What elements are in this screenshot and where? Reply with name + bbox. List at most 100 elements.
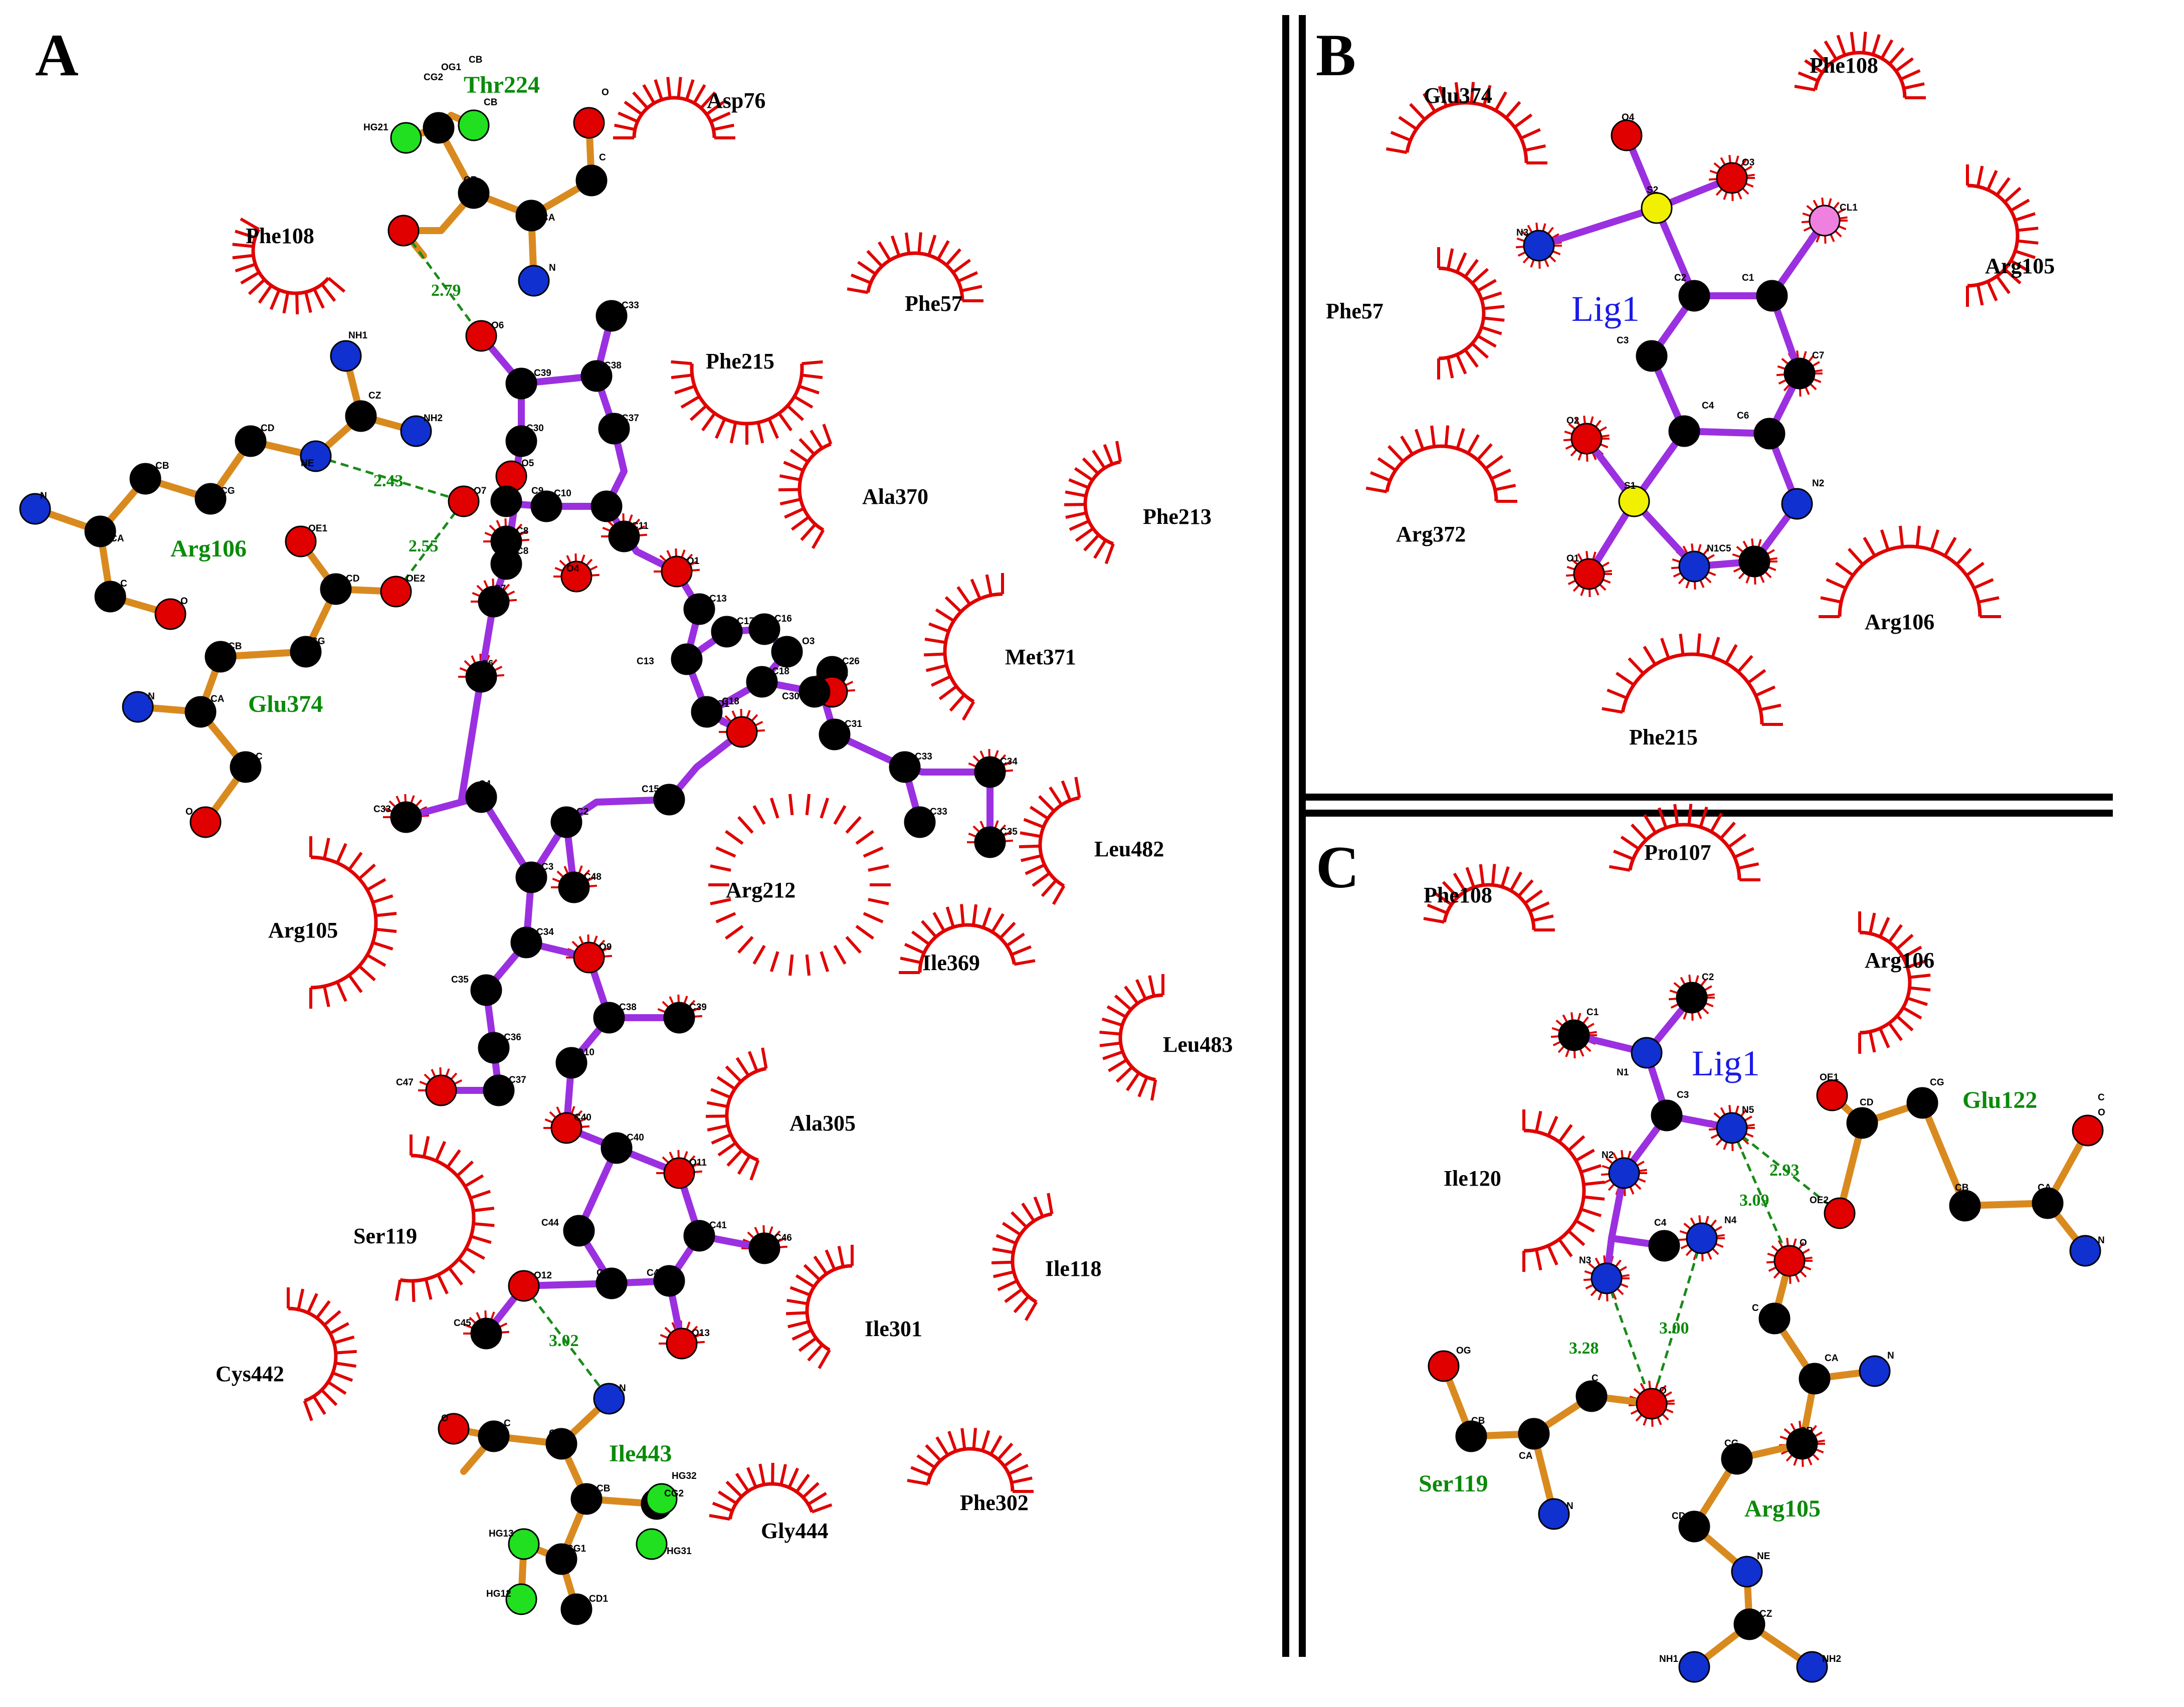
residue-label-gly444: Gly444: [761, 1519, 828, 1543]
carbon-atom: [1758, 1302, 1791, 1335]
oxygen-atom: [425, 1074, 457, 1106]
carbon-atom: [1676, 982, 1708, 1014]
carbon-atom: [230, 751, 262, 783]
atom-label: NH2: [424, 413, 443, 424]
nitrogen-atom: [1608, 1157, 1640, 1189]
hydrophobic-arc-a: [1099, 974, 1164, 1101]
atom-label: C13: [637, 656, 654, 667]
hydrophobic-arc-b: [1794, 32, 1926, 99]
ligand-contact-ticks: [553, 553, 600, 578]
carbon-atom: [563, 1215, 595, 1247]
nitrogen-atom: [1631, 1037, 1663, 1069]
atom-label: C: [504, 1418, 511, 1429]
atom-label: C: [1752, 1303, 1759, 1313]
atom-label: O: [602, 87, 609, 98]
residue-label-ala305: Ala305: [789, 1111, 856, 1135]
ligand-contact-ticks: [1628, 1381, 1675, 1427]
residue-label-c-phe108: Phe108: [1424, 883, 1492, 907]
panel-a-labels: Thr224 Arg106 Glu374 Ile443 Asp76 Phe108…: [170, 72, 1233, 1543]
carbon-atom: [510, 926, 542, 959]
oxygen-atom: [1636, 1388, 1668, 1420]
residue-bond-arg106: [32, 505, 174, 618]
hydrophobic-arc-b: [1437, 247, 1505, 380]
atom-label: O: [180, 596, 188, 607]
carbon-atom: [1846, 1107, 1878, 1139]
oxygen-atom: [387, 215, 420, 247]
panel-b-labels: Lig1 Glu374 Phe108 Arg105 Phe57 Arg372 A…: [1326, 53, 2055, 749]
hbond-line-c3: [1605, 1278, 1653, 1404]
atom-label: C48: [584, 872, 602, 882]
atom-label: C6: [1737, 411, 1749, 421]
carbon-atom: [974, 756, 1006, 788]
atom-label: NH2: [1822, 1654, 1841, 1664]
atom-label: CG: [311, 636, 325, 647]
atom-label: C30: [526, 423, 544, 434]
residue-label-c-ser119: Ser119: [1419, 1470, 1488, 1497]
atom-label: C37: [622, 413, 639, 424]
hydrophobic-arc-c: [1858, 911, 1931, 1054]
carbon-atom: [470, 974, 502, 1006]
ligand-label-c: Lig1: [1692, 1043, 1760, 1083]
carbon-atom: [904, 806, 936, 838]
atoms: [19, 107, 2104, 1683]
carbon-atom: [1678, 1510, 1710, 1543]
hydrophobic-arc-b: [1819, 525, 2001, 618]
carbon-atom: [478, 1420, 510, 1452]
carbon-atom-green: [505, 1583, 537, 1615]
carbon-atom: [390, 801, 422, 833]
oxygen-atom: [573, 941, 605, 974]
hydrophobic-arc-b: [1385, 82, 1547, 164]
oxygen-atom: [726, 716, 758, 748]
hydrophobic-arc-a: [907, 1428, 1034, 1493]
carbon-atom: [555, 1047, 587, 1079]
residue-label-b-phe108: Phe108: [1810, 53, 1878, 78]
atom-label: CG: [221, 486, 235, 496]
ligand-contact-ticks: [1801, 198, 1848, 244]
atom-label: C2: [1674, 273, 1686, 283]
residue-label-phe302: Phe302: [960, 1490, 1029, 1515]
carbon-atom-green: [636, 1528, 668, 1560]
hydrophobic-arc-a: [309, 836, 397, 1009]
oxygen-atom: [1570, 423, 1603, 455]
residue-label-c-pro107: Pro107: [1644, 840, 1711, 865]
atom-label: O10: [576, 1047, 594, 1058]
ligand-label-b: Lig1: [1571, 289, 1640, 329]
atom-label: C33: [930, 807, 947, 817]
oxygen-atom: [1816, 1079, 1848, 1111]
oxygen-atom: [508, 1270, 540, 1302]
carbon-atom: [129, 463, 161, 495]
atom-label: HG12: [486, 1589, 511, 1599]
carbon-atom: [771, 636, 803, 668]
carbon-atom: [194, 483, 227, 515]
atom-label: N: [40, 491, 47, 501]
residue-label-thr224: Thr224: [464, 72, 540, 98]
residue-label-phe57: Phe57: [905, 291, 962, 316]
atom-label: O: [441, 1413, 449, 1424]
residue-label-b-phe57: Phe57: [1326, 299, 1383, 323]
carbon-atom: [889, 751, 921, 783]
hbond-line-a1: [402, 230, 483, 337]
hydrophobic-arc-a: [785, 1245, 854, 1369]
residue-label-ile369: Ile369: [922, 951, 980, 975]
carbon-atom: [1783, 357, 1816, 390]
atom-label: CD1: [589, 1594, 608, 1604]
atom-label: CB: [1800, 1426, 1813, 1436]
carbon-atom: [711, 616, 743, 648]
atom-label: C33: [373, 804, 391, 815]
hydrophobic-arc-b: [1966, 164, 2039, 307]
carbon-atom: [748, 1232, 780, 1264]
nitrogen-atom: [1678, 1651, 1710, 1683]
carbon-atom: [490, 548, 522, 580]
atom-label: NH1: [1659, 1654, 1678, 1664]
hydrophobic-arc-b: [1602, 633, 1783, 726]
sulfur-atom: [1641, 192, 1673, 224]
atom-label: O12: [534, 1270, 552, 1281]
residue-label-b-glu374: Glu374: [1424, 83, 1492, 108]
hydrophobic-arc-a: [1064, 441, 1122, 564]
atom-label: CB: [469, 55, 482, 65]
carbon-atom: [799, 676, 831, 708]
carbon-atom: [545, 1428, 577, 1460]
carbon-atom: [465, 781, 497, 813]
atom-label: C17: [737, 616, 754, 627]
residue-label-c-ile120: Ile120: [1444, 1166, 1501, 1191]
